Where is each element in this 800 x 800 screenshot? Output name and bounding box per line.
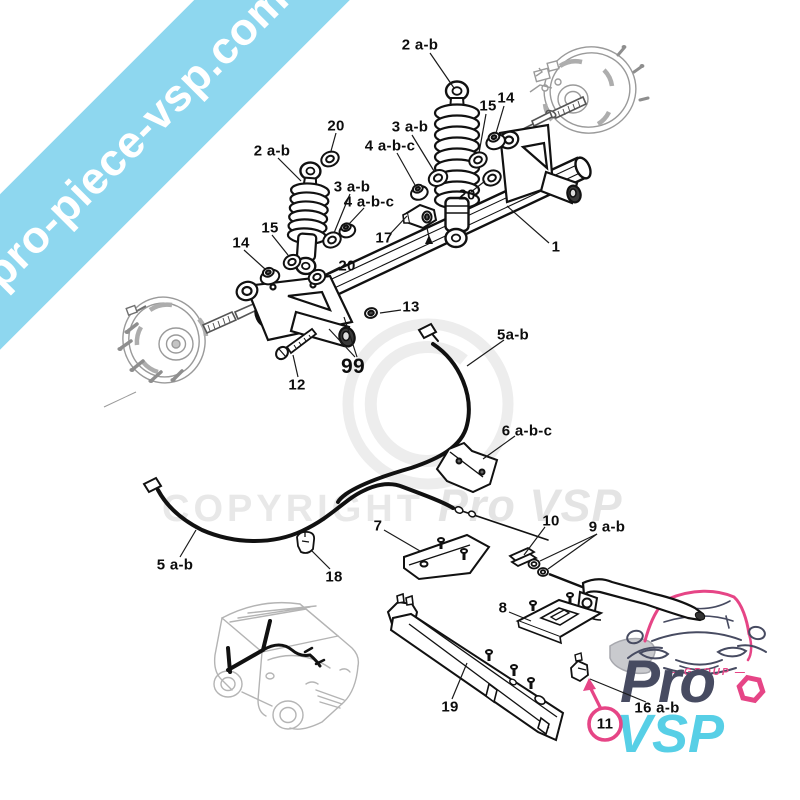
washers-and-nuts	[259, 131, 506, 319]
cable-guide-bracket-6	[435, 441, 499, 494]
part-label: 2 a-b	[253, 142, 291, 160]
part-label: 10	[542, 512, 560, 530]
part-label: 6 a-b-c	[501, 422, 553, 440]
part-label: 9 a-b	[588, 518, 626, 536]
handbrake-cable-left	[142, 476, 549, 543]
leader-lines	[179, 52, 647, 703]
brake-drum-left	[103, 296, 209, 408]
equalizer-sleeve-10	[508, 546, 538, 568]
part-label: 15	[261, 219, 279, 237]
part-label: 19	[441, 698, 459, 716]
chassis-rail-bracket-19	[386, 592, 565, 742]
highlight-circle	[587, 706, 623, 742]
part-label: 20	[338, 257, 356, 275]
lever-mount-plate-8	[515, 592, 604, 645]
part-label: 4 a-b-c	[364, 137, 416, 155]
logo-hexagon-icon	[736, 674, 766, 704]
logo-vsp-text: VSP	[616, 704, 725, 764]
part-label: 3 a-b	[391, 118, 429, 136]
cable-clip-16	[570, 652, 589, 683]
part-label: 14	[497, 89, 515, 107]
part-label: 13	[402, 298, 420, 316]
lever-washers-9	[527, 558, 549, 577]
part-label: 14	[232, 234, 250, 252]
highlight-arrow	[583, 678, 603, 710]
part-label: 99	[341, 355, 365, 378]
bump-stop-block	[402, 203, 438, 230]
part-label: 1	[551, 238, 561, 256]
trailing-arm-left	[235, 274, 356, 348]
part-label: 20	[458, 186, 476, 204]
part-label: 5a-b	[496, 326, 530, 344]
part-label: 16 a-b	[634, 699, 680, 717]
part-label: 17	[375, 229, 393, 247]
copyright-word: COPYRIGHT	[162, 488, 424, 530]
shock-absorber-left	[286, 161, 331, 276]
part-label: 7	[373, 517, 383, 535]
part-label: 5 a-b	[156, 556, 194, 574]
vehicle-axle-overlay	[226, 619, 326, 674]
logo-pro-text: Pro	[620, 648, 716, 715]
handbrake-cable-right	[336, 322, 471, 504]
part-label: 18	[325, 568, 343, 586]
part-label: 2 a-b	[401, 36, 439, 54]
beam-bracket-right	[498, 123, 582, 205]
cable-support-bracket-7	[403, 533, 491, 581]
cable-clip-18	[296, 530, 316, 554]
bolt-12	[275, 327, 318, 361]
handbrake-lever	[548, 572, 706, 622]
logo-group-text: — GROUP —	[667, 667, 747, 678]
part-label: 4 a-b-c	[343, 193, 395, 211]
part-label: 20	[327, 117, 345, 135]
highlighted-part-label: 11	[596, 715, 614, 733]
part-label: 12	[288, 376, 306, 394]
part-label: 3 a-b	[333, 178, 371, 196]
part-label: 8	[498, 599, 508, 617]
part-label: 15	[479, 97, 497, 115]
